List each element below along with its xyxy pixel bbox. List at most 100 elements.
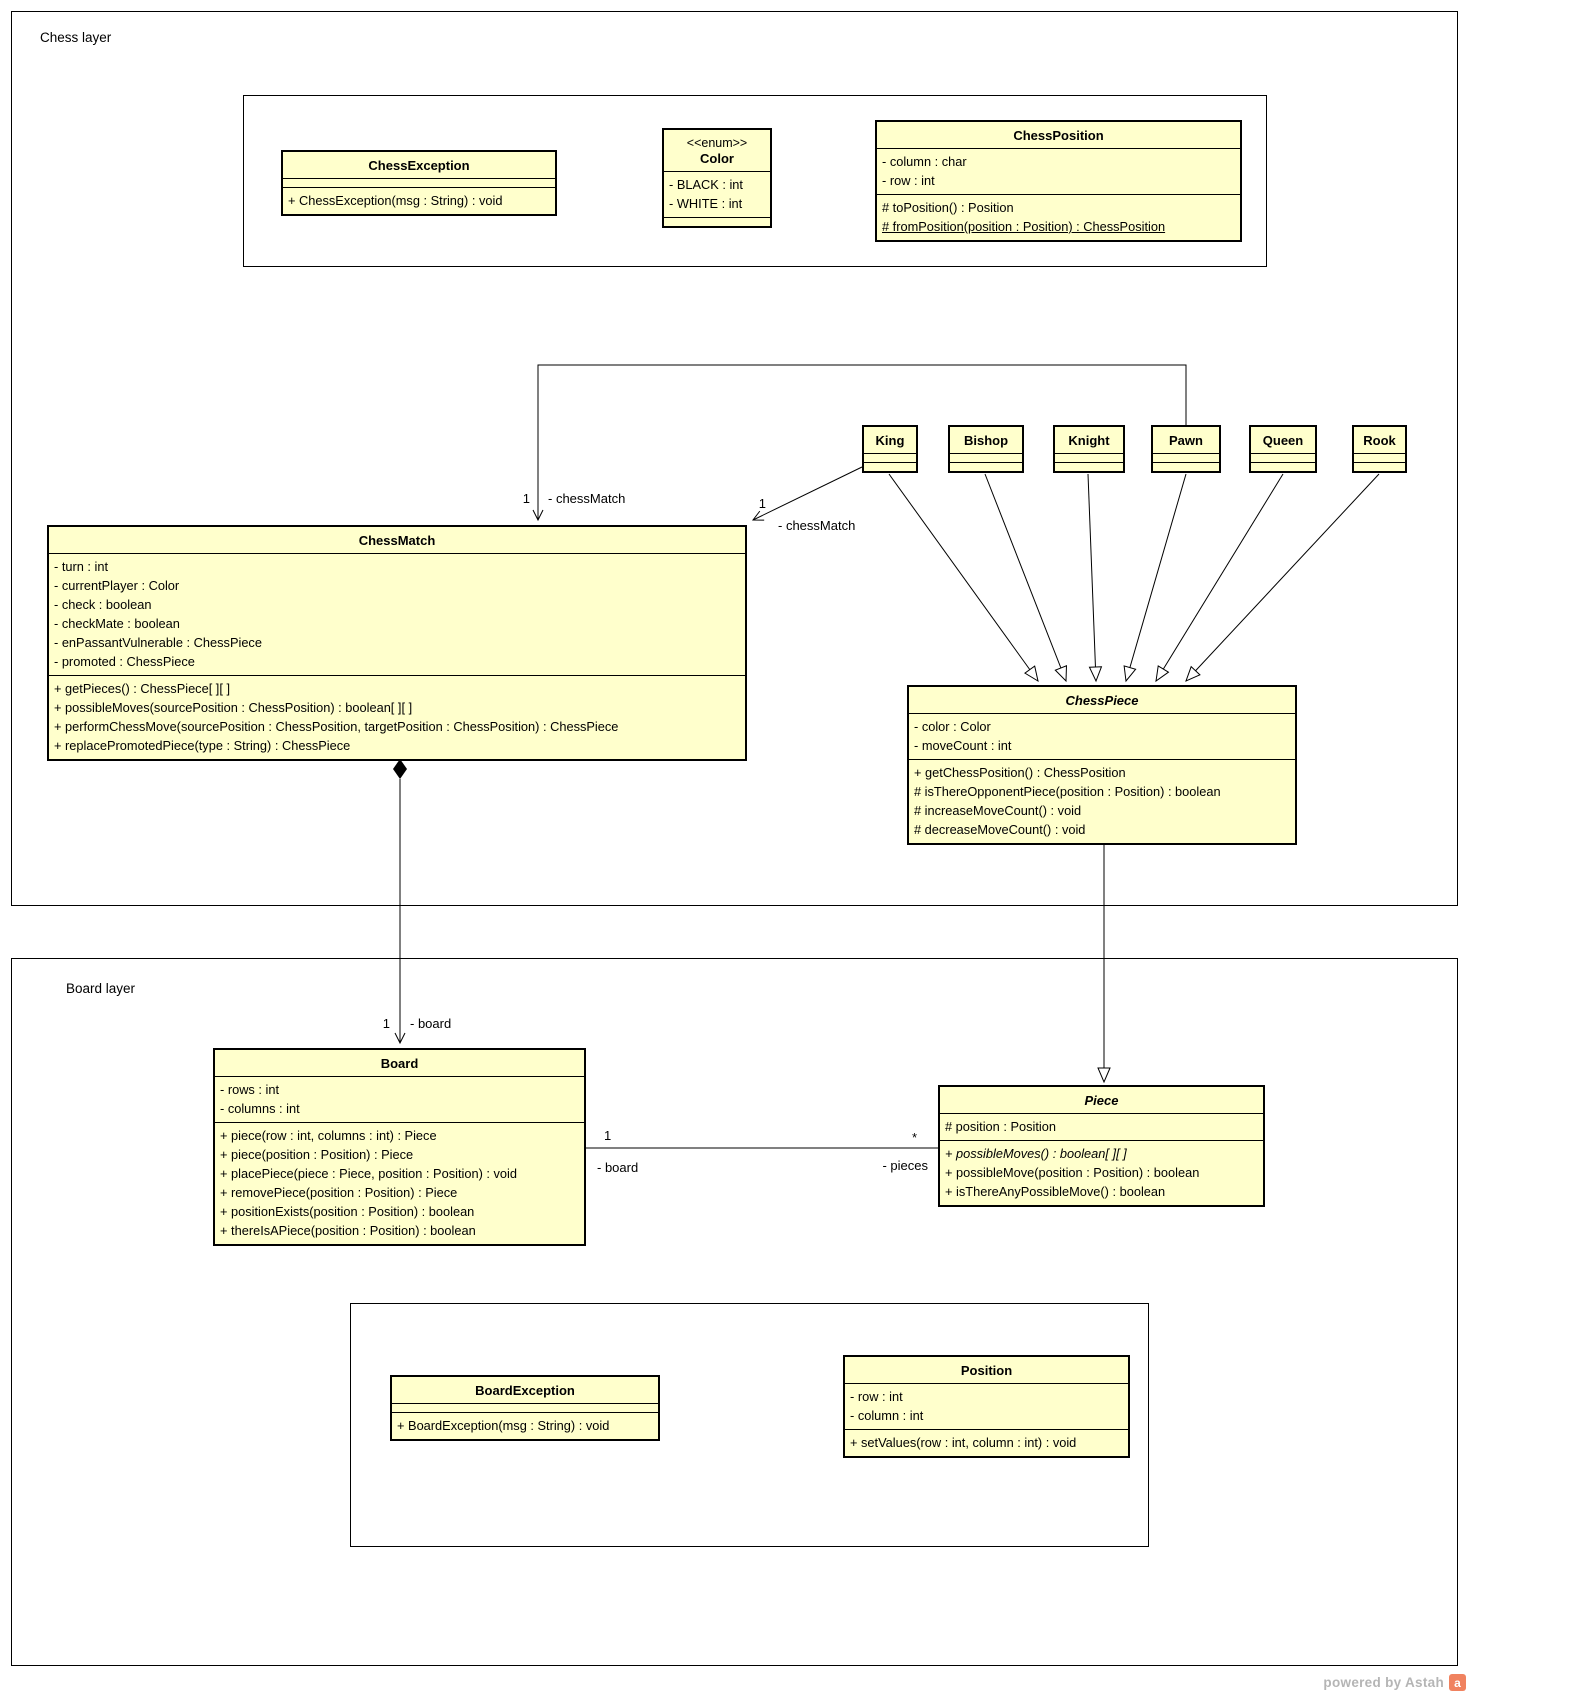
generalization-queen-chesspiece [1155, 473, 1284, 683]
class-queen: Queen [1249, 425, 1317, 473]
chess-layer-label: Chess layer [40, 30, 112, 45]
class-king: King [862, 425, 918, 473]
class-title: Rook [1363, 433, 1396, 448]
association-king-chessmatch [751, 466, 863, 521]
generalization-bishop-chesspiece [984, 473, 1068, 683]
board-piece-pieces-multiplicity: * [912, 1130, 917, 1145]
member: - promoted : ChessPiece [54, 654, 195, 669]
class-title: Queen [1262, 433, 1304, 448]
class-title-text: Color [700, 151, 734, 166]
methods-compartment: + getChessPosition() : ChessPosition# is… [909, 759, 1295, 843]
class-bishop: Bishop [948, 425, 1024, 473]
astah-logo-icon: a [1449, 1674, 1466, 1691]
member: - enPassantVulnerable : ChessPiece [54, 635, 262, 650]
methods-compartment [1055, 462, 1123, 471]
methods-compartment [1251, 462, 1315, 471]
member: + isThereAnyPossibleMove() : boolean [945, 1184, 1166, 1199]
member: - currentPlayer : Color [54, 578, 180, 593]
class-color-enum: <<enum>> Color - BLACK : int - WHITE : in… [662, 128, 772, 228]
attributes-compartment [1251, 453, 1315, 462]
member: # increaseMoveCount() : void [914, 803, 1082, 818]
class-title: ChessPiece [1065, 693, 1139, 708]
class-title: Knight [1068, 433, 1110, 448]
member: + thereIsAPiece(position : Position) : b… [220, 1223, 476, 1238]
chess-utility-group-frame [243, 95, 1267, 267]
attributes-compartment [950, 453, 1022, 462]
generalization-rook-chesspiece [1185, 473, 1380, 682]
member: - BLACK : int [669, 177, 743, 192]
methods-compartment: + BoardException(msg : String) : void [392, 1412, 658, 1439]
pawn-chessmatch-multiplicity: 1 [523, 491, 530, 506]
member: + ChessException(msg : String) : void [288, 193, 503, 208]
class-chessposition: ChessPosition - column : char- row : int… [875, 120, 1242, 242]
methods-compartment: + setValues(row : int, column : int) : v… [845, 1429, 1128, 1456]
methods-compartment: + piece(row : int, columns : int) : Piec… [215, 1122, 584, 1244]
member: - turn : int [54, 559, 109, 574]
attributes-compartment: - column : char - row : int [877, 148, 1240, 194]
powered-by-text: powered by Astah [1323, 1675, 1444, 1690]
methods-compartment [1354, 462, 1405, 471]
attributes-compartment [1055, 453, 1123, 462]
generalization-king-chesspiece [888, 473, 1039, 683]
class-title: King [875, 433, 905, 448]
class-chesspiece: ChessPiece - color : Color- moveCount : … [907, 685, 1297, 845]
class-chessmatch: ChessMatch - turn : int - currentPlayer :… [47, 525, 747, 761]
chessmatch-board-multiplicity: 1 [383, 1016, 390, 1031]
attributes-compartment [1354, 453, 1405, 462]
class-knight: Knight [1053, 425, 1125, 473]
member: + possibleMoves() : boolean[ ][ ] [945, 1146, 1127, 1161]
attributes-compartment [283, 178, 555, 187]
composition-diamond [393, 759, 407, 779]
chessmatch-board-role: - board [410, 1016, 451, 1031]
member: - column : int [850, 1408, 924, 1423]
board-utility-group-frame [350, 1303, 1149, 1547]
board-piece-pieces-role: - pieces [882, 1158, 928, 1173]
powered-by-astah-badge: powered by Astah a [1323, 1674, 1466, 1691]
attributes-compartment: # position : Position [940, 1113, 1263, 1140]
attributes-compartment [392, 1403, 658, 1412]
board-layer-label: Board layer [66, 981, 136, 996]
attributes-compartment: - color : Color- moveCount : int [909, 713, 1295, 759]
attributes-compartment [864, 453, 916, 462]
methods-compartment: # toPosition() : Position# fromPosition(… [877, 194, 1240, 240]
class-board: Board - rows : int- columns : int + piec… [213, 1048, 586, 1246]
member: + possibleMove(position : Position) : bo… [945, 1165, 1200, 1180]
class-boardexception: BoardException + BoardException(msg : St… [390, 1375, 660, 1441]
methods-compartment [1153, 462, 1219, 471]
attributes-compartment: - row : int- column : int [845, 1383, 1128, 1429]
methods-compartment: + getPieces() : ChessPiece[ ][ ]+ possib… [49, 675, 745, 759]
class-title: Piece [1084, 1093, 1119, 1108]
king-chessmatch-role: - chessMatch [778, 518, 855, 533]
class-title: Bishop [963, 433, 1009, 448]
member: - WHITE : int [669, 196, 743, 211]
member: - row : int [882, 173, 935, 188]
member: + possibleMoves(sourcePosition : ChessPo… [54, 700, 413, 715]
class-title: BoardException [475, 1383, 575, 1398]
methods-compartment [664, 217, 770, 226]
board-layer-frame: Board layer [11, 958, 1458, 1666]
chess-layer-frame: Chess layer [11, 11, 1458, 906]
class-title: ChessMatch [358, 533, 436, 548]
member: + setValues(row : int, column : int) : v… [850, 1435, 1077, 1450]
enum-stereotype: <<enum>> [686, 136, 748, 150]
member: + positionExists(position : Position) : … [220, 1204, 475, 1219]
class-pawn: Pawn [1151, 425, 1221, 473]
pawn-chessmatch-role: - chessMatch [548, 491, 625, 506]
methods-compartment [864, 462, 916, 471]
class-title: ChessException [368, 158, 470, 173]
generalization-pawn-chesspiece [1123, 473, 1187, 683]
class-title: Pawn [1169, 433, 1203, 448]
class-rook: Rook [1352, 425, 1407, 473]
association-pawn-chessmatch [532, 364, 1187, 522]
member: # position : Position [945, 1119, 1056, 1134]
board-piece-board-multiplicity: 1 [604, 1128, 611, 1143]
attributes-compartment [1153, 453, 1219, 462]
methods-compartment: + ChessException(msg : String) : void [283, 187, 555, 214]
member: - check : boolean [54, 597, 152, 612]
attributes-compartment: - rows : int- columns : int [215, 1076, 584, 1122]
methods-compartment: + possibleMoves() : boolean[ ][ ] + possi… [940, 1140, 1263, 1205]
member: - column : char [882, 154, 967, 169]
member: + getChessPosition() : ChessPosition [914, 765, 1126, 780]
